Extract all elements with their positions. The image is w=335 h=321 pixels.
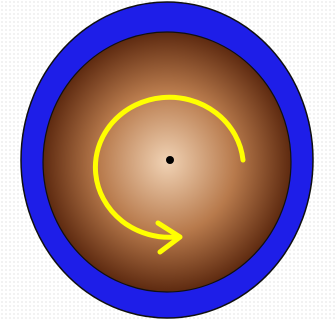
center-axis-dot-icon bbox=[166, 156, 174, 164]
